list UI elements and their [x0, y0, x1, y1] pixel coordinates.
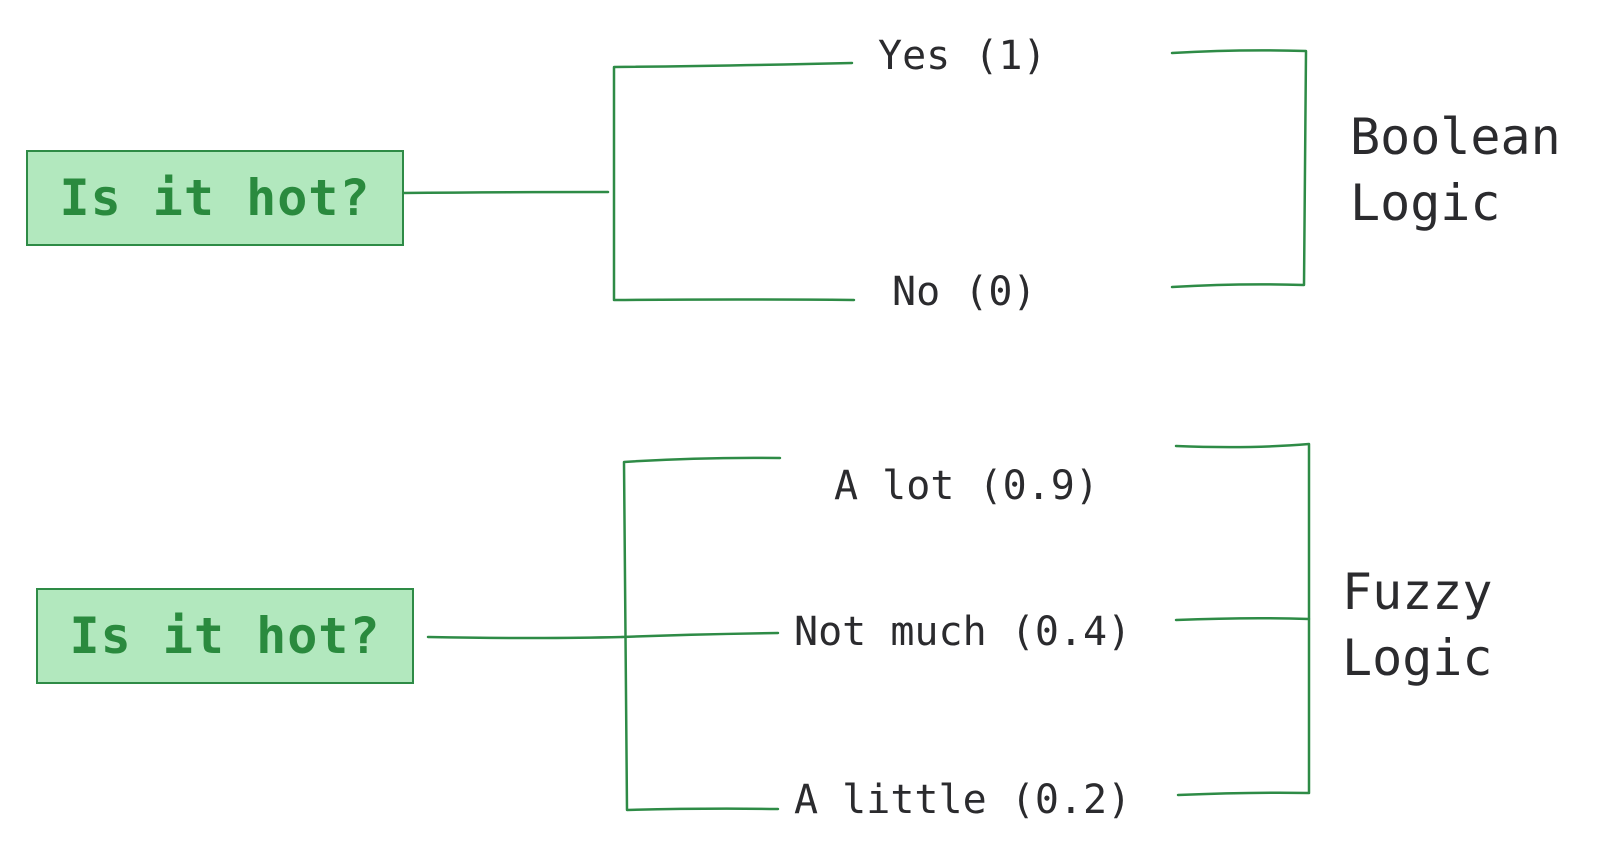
fuzzy-answer-a-lot: A lot (0.9) [834, 463, 1099, 509]
fuzzy-category-line2: Logic [1342, 629, 1493, 687]
boolean-answer-yes: Yes (1) [878, 33, 1047, 79]
boolean-stem-line [400, 190, 610, 195]
fuzzy-question-text: Is it hot? [69, 607, 381, 665]
boolean-category-line2: Logic [1350, 174, 1501, 232]
fuzzy-middle-branch [620, 631, 780, 639]
boolean-question-box: Is it hot? [26, 150, 404, 246]
fuzzy-category-label: Fuzzy Logic [1342, 559, 1493, 691]
fuzzy-answer-a-little: A little (0.2) [794, 777, 1132, 823]
boolean-category-line1: Boolean [1350, 108, 1561, 166]
fuzzy-right-middle-tick [1174, 616, 1311, 622]
boolean-left-bracket [612, 61, 856, 302]
boolean-question-text: Is it hot? [59, 169, 371, 227]
boolean-answer-no: No (0) [892, 269, 1037, 315]
fuzzy-category-line1: Fuzzy [1342, 563, 1493, 621]
fuzzy-question-box: Is it hot? [36, 588, 414, 684]
boolean-right-bracket [1170, 49, 1308, 289]
fuzzy-answer-not-much: Not much (0.4) [794, 609, 1132, 655]
fuzzy-stem-line [426, 635, 624, 640]
boolean-category-label: Boolean Logic [1350, 104, 1561, 236]
